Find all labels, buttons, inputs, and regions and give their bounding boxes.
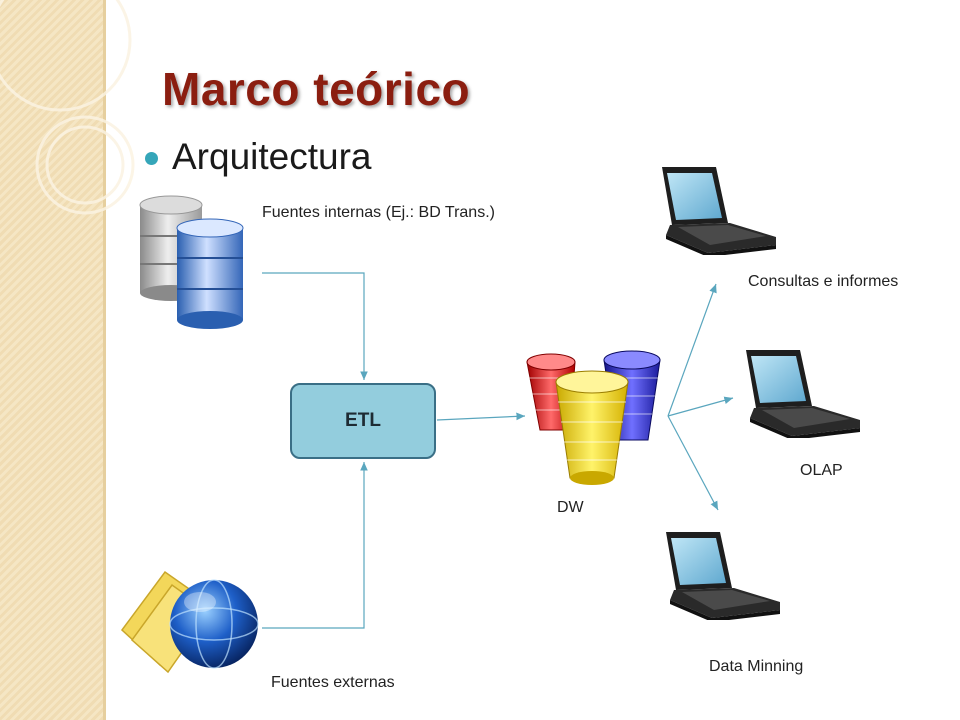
connector-dw-to-mining [667, 415, 719, 511]
bullet-heading: Arquitectura [172, 136, 372, 177]
laptop-icon [666, 532, 780, 620]
output-label-consultas: Consultas e informes [748, 273, 899, 290]
output-label-data-mining: Data Minning [709, 658, 804, 675]
connector-internal-to-etl [262, 272, 368, 380]
dw-label: DW [557, 499, 584, 516]
connector-external-to-etl [262, 462, 368, 629]
data-warehouse-icon [526, 350, 661, 485]
laptop-icon [662, 167, 776, 255]
laptop-icon [746, 350, 860, 438]
etl-box: ETL [290, 383, 436, 459]
internal-sources-label: Fuentes internas (Ej.: BD Trans.) [262, 204, 495, 221]
page-title: Marco teórico [162, 63, 471, 115]
sidebar-edge [103, 0, 106, 720]
bullet-icon [145, 152, 158, 165]
decorative-sidebar [0, 0, 105, 720]
output-label-olap: OLAP [800, 462, 843, 479]
database-stack-icon [139, 195, 244, 329]
etl-label: ETL [345, 410, 381, 431]
connector-etl-to-dw [436, 412, 526, 421]
external-sources-label: Fuentes externas [271, 674, 395, 691]
decorative-circles [0, 0, 135, 215]
connector-dw-to-consultas [667, 283, 717, 417]
globe-folder-icon [120, 570, 259, 674]
connector-dw-to-olap [667, 396, 734, 417]
